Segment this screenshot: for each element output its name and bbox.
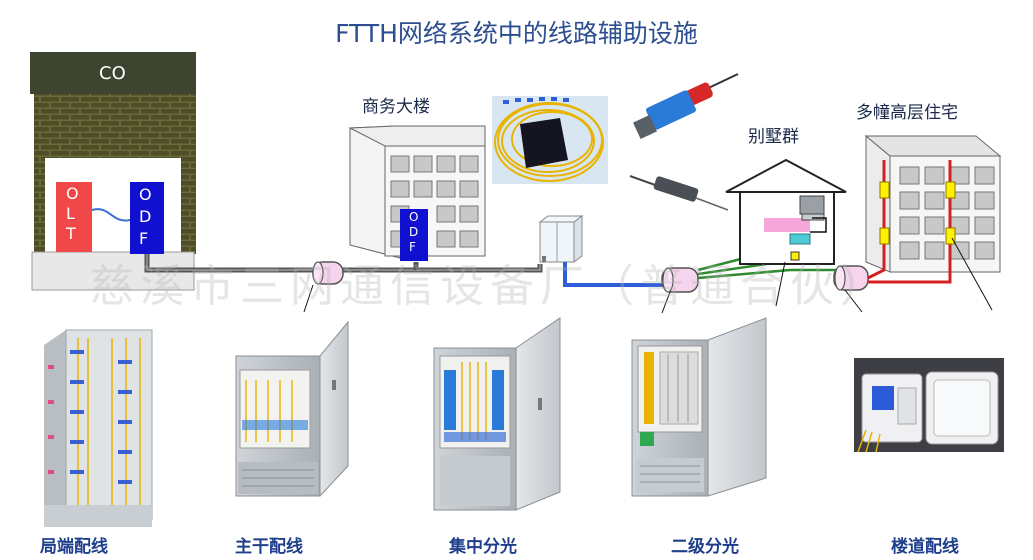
co-odf-label: ODF: [139, 184, 155, 250]
splice-closure-3: [834, 266, 868, 312]
building-odf-label: ODF: [409, 210, 419, 255]
central-splitter-cabinet-photo: [434, 318, 560, 510]
bottom-label-central-split: 集中分光: [449, 532, 517, 557]
sc-connector-photo: [633, 74, 738, 139]
floor-distribution-box-photo: [854, 358, 1004, 452]
bottom-label-floor: 楼道配线: [891, 532, 959, 557]
bottom-label-secondary-split: 二级分光: [671, 532, 739, 557]
bottom-label-trunk: 主干配线: [235, 532, 303, 557]
co-building: [30, 52, 196, 290]
villa-house: [726, 160, 846, 306]
street-cabinet: [540, 216, 582, 262]
computer-monitor: [800, 196, 824, 214]
co-label: CO: [99, 63, 126, 84]
bottom-label-central-office: 局端配线: [40, 532, 108, 557]
business-building-label: 商务大楼: [362, 92, 430, 117]
onu-box: [790, 234, 810, 244]
fiber-pigtail-photo: [492, 96, 608, 184]
olt-label: OLT: [66, 184, 82, 244]
high-rise-label: 多幢高层住宅: [856, 98, 958, 123]
fiber-adapter-photo: [630, 176, 728, 210]
splice-closure-2: [662, 268, 698, 313]
secondary-splitter-cabinet-photo: [632, 318, 766, 496]
villa-group-label: 别墅群: [748, 122, 799, 147]
odf-rack-photo: [44, 330, 152, 527]
high-rise-building: [866, 136, 1000, 310]
trunk-cabinet-photo: [236, 322, 348, 496]
